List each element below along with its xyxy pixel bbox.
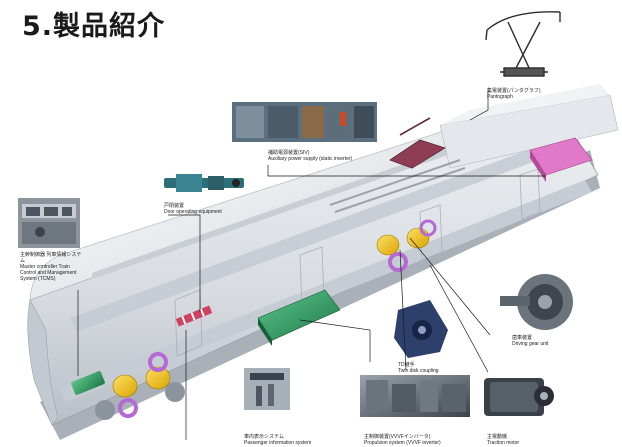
gear-unit-image bbox=[500, 274, 573, 330]
leader-vvvf bbox=[299, 319, 371, 362]
label-tcms-jp: 主幹制御器 列車情報システム bbox=[20, 252, 82, 264]
pis-photo bbox=[244, 368, 290, 410]
label-pis-jp: 車内表示システム bbox=[244, 434, 284, 440]
front-wheel-1 bbox=[95, 400, 115, 420]
front-disc-1 bbox=[112, 374, 138, 398]
label-vvvf-en: Propulsion system (VVVF inverter) bbox=[364, 440, 441, 446]
vvvf-image bbox=[360, 375, 470, 417]
window-band bbox=[70, 140, 560, 332]
leader-motor bbox=[429, 264, 489, 373]
tcms-photo bbox=[18, 198, 80, 248]
label-door-en: Door operating equipment bbox=[164, 209, 222, 215]
label-tdcoupling: TD継手 Twin disk coupling bbox=[398, 362, 439, 374]
label-td-jp: TD継手 bbox=[398, 362, 415, 368]
leader-td bbox=[399, 249, 407, 371]
label-gear-en: Driving gear unit bbox=[512, 341, 549, 347]
leader-door bbox=[168, 214, 201, 312]
label-gear-jp: 歯車装置 bbox=[512, 335, 533, 341]
label-door-jp: 戸閉装置 bbox=[164, 203, 185, 209]
label-vvvf-jp: 主制御装置(VVVFインバータ) bbox=[364, 434, 431, 440]
propulsion-box bbox=[257, 289, 341, 341]
td-coupling-image bbox=[394, 300, 448, 358]
page-title: 5.製品紹介 bbox=[22, 11, 166, 42]
label-pis-en: Passenger information system bbox=[244, 440, 312, 446]
pantograph-image bbox=[485, 11, 561, 77]
label-apu: 補助電源装置(SIV) Auxiliary power supply (stat… bbox=[268, 150, 352, 162]
front-wheel-2 bbox=[165, 382, 185, 402]
label-propulsion: 主制御装置(VVVFインバータ) Propulsion system (VVVF… bbox=[364, 434, 441, 446]
label-motor-en: Traction motor bbox=[487, 440, 520, 446]
motor-image bbox=[484, 378, 554, 416]
label-motor-jp: 主電動機 bbox=[487, 434, 508, 440]
rear-disc-1 bbox=[376, 234, 400, 256]
label-pis: 車内表示システム Passenger information system bbox=[244, 434, 311, 446]
siv-cabinet-image bbox=[232, 102, 377, 142]
label-apu-en: Auxiliary power supply (static inverter) bbox=[268, 156, 353, 162]
label-tcms: 主幹制御器 列車情報システム Master controller Train C… bbox=[20, 252, 84, 282]
rear-gear-2 bbox=[419, 219, 437, 237]
roof-detail-1 bbox=[329, 159, 461, 206]
label-pantograph-en: Pantograph bbox=[487, 94, 513, 100]
front-gear-1 bbox=[118, 398, 138, 418]
front-gear-2 bbox=[148, 352, 168, 372]
label-tcms-en: Master controller Train Control and Mana… bbox=[20, 264, 77, 282]
label-pantograph-jp: 集電装置(パンタグラフ) bbox=[487, 88, 541, 94]
leader-siv bbox=[267, 165, 546, 177]
label-apu-jp: 補助電源装置(SIV) bbox=[268, 150, 310, 156]
roof-detail-2 bbox=[334, 167, 466, 213]
label-gear: 歯車装置 Driving gear unit bbox=[512, 335, 548, 347]
leader-lines bbox=[77, 90, 546, 440]
door-equipment-image bbox=[164, 174, 244, 192]
front-underfloor-box bbox=[71, 371, 105, 395]
leader-pantograph bbox=[469, 90, 489, 121]
label-pantograph: 集電装置(パンタグラフ) Pantograph bbox=[487, 88, 541, 100]
leader-gear bbox=[409, 237, 491, 336]
car-front bbox=[27, 299, 59, 426]
label-motor: 主電動機 Traction motor bbox=[487, 434, 519, 446]
rear-car-roof bbox=[440, 84, 610, 125]
front-disc-2 bbox=[145, 366, 171, 390]
siv-box bbox=[529, 137, 593, 176]
label-door: 戸閉装置 Door operating equipment bbox=[164, 203, 222, 215]
pantograph-on-roof bbox=[389, 117, 446, 169]
rear-gear-1 bbox=[388, 252, 408, 272]
label-td-en: Twin disk coupling bbox=[398, 368, 439, 374]
